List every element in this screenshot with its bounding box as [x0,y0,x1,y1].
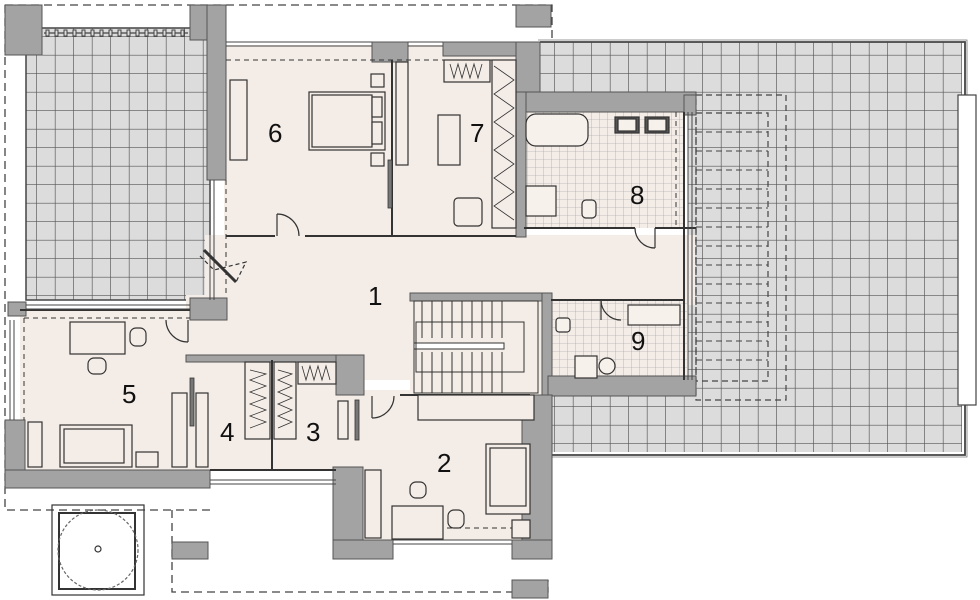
room-label-1: 1 [368,281,382,311]
terrace-left [25,27,211,301]
wardrobe-5b [195,392,209,468]
doors [165,213,656,419]
staircase [413,300,539,394]
room-label-9: 9 [631,326,645,356]
planter [51,504,145,596]
desk-7 [437,114,461,166]
chair [447,509,465,529]
chair [87,357,107,375]
desk-5 [69,321,126,355]
walls [4,4,697,599]
chair [129,327,147,347]
nightstand [370,73,385,88]
cabinet-2 [511,519,531,539]
toilet [581,199,597,219]
room-label-4: 4 [220,417,234,447]
wardrobe-4 [244,361,271,440]
wardrobe-7 [491,59,517,229]
shower-9 [574,355,598,379]
room-label-7: 7 [470,118,484,148]
room-label-5: 5 [122,379,136,409]
wardrobe-3 [273,361,297,440]
washbasin-9 [598,357,616,375]
shelf-2 [417,394,535,421]
shelf-3 [337,400,349,440]
room-label-2: 2 [437,448,451,478]
bathtub [525,113,589,147]
shelf-7 [395,61,409,166]
sliding-doors [189,159,393,441]
wardrobe-5a [171,392,188,468]
wardrobe-6 [229,79,248,161]
radiator [627,304,681,326]
wardrobe-2 [364,469,382,539]
armchair [453,197,483,227]
furniture [27,59,681,540]
room-label-8: 8 [630,180,644,210]
terrace-bench [957,94,977,406]
room-label-3: 3 [306,417,320,447]
toilet-9 [555,317,571,333]
room-labels: 1 2 3 4 5 6 7 8 9 [122,118,645,478]
shelf-5 [27,421,43,468]
chair [409,481,427,499]
room-label-6: 6 [268,118,282,148]
desk-2 [391,505,444,540]
nightstand [370,152,385,167]
shower-tray [525,185,557,217]
ceiling-lines [23,59,677,529]
windows [9,41,693,545]
cabinet [135,451,159,468]
